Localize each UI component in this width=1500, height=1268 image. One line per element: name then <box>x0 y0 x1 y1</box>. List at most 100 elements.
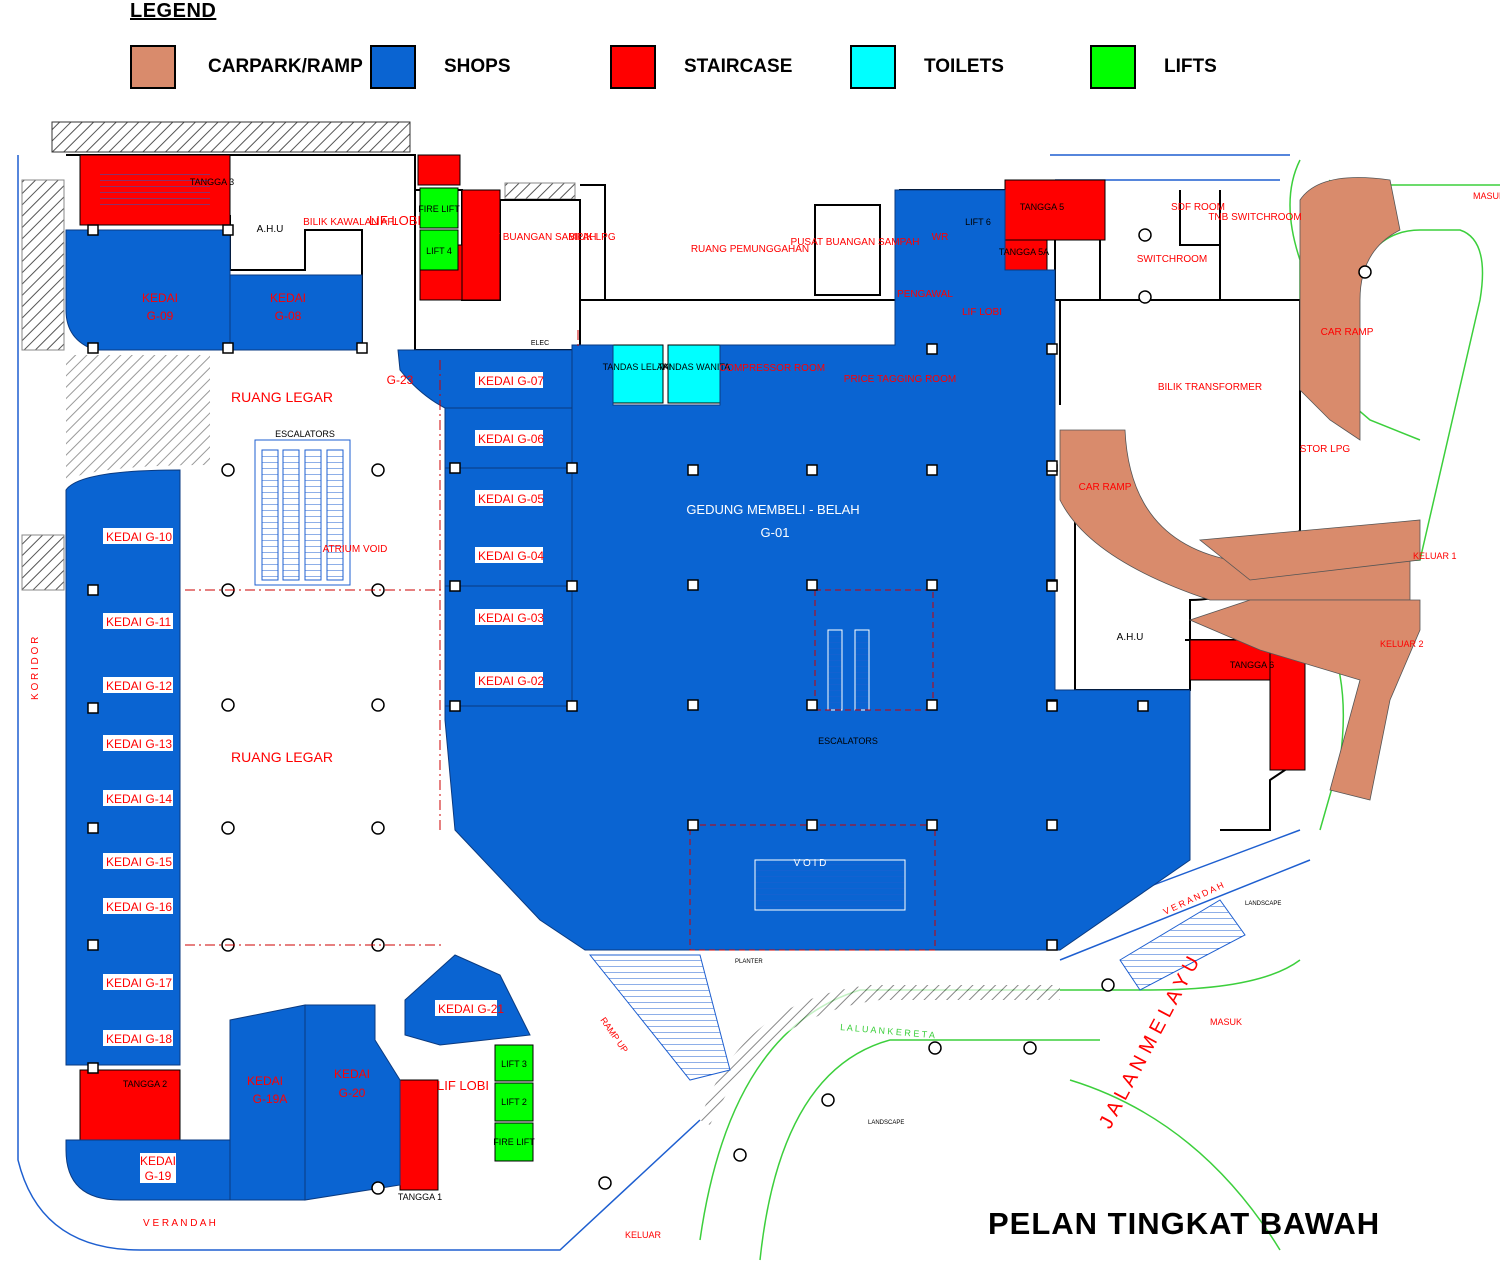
column-square <box>1046 580 1058 592</box>
toilet-women <box>667 344 721 404</box>
column-square <box>87 584 99 596</box>
shop-labels: KEDAI G-09 KEDAI G-08 <box>142 291 306 323</box>
shop-label-g-07: KEDAI G-07 <box>478 374 544 388</box>
staircase-tangga-1 <box>399 1079 439 1191</box>
legend-item-carpark: CARPARK/RAMP <box>130 44 363 90</box>
fire-separation-lines <box>185 330 579 946</box>
shop-label-g-20-number: G-20 <box>339 1086 366 1100</box>
label-g-23: G-23 <box>387 373 414 387</box>
label-lift-2: LIFT 2 <box>501 1097 527 1107</box>
label-tangga-3: TANGGA 3 <box>190 177 234 187</box>
structural-columns <box>87 224 1372 1195</box>
escalator-void-outline <box>814 589 934 711</box>
legend-label-shops: SHOPS <box>444 56 511 77</box>
legend-swatch-toilets <box>850 45 896 89</box>
label-wr: WR <box>932 232 949 243</box>
label-pusat-sampah-2: PUSAT BUANGAN SAMPAH <box>791 237 920 248</box>
column-square <box>687 464 699 476</box>
label-fire-lift-top: FIRE LIFT <box>418 204 460 214</box>
shop-label-g-09-name: KEDAI <box>142 291 178 305</box>
label-elec: ELEC <box>531 340 549 347</box>
label-fire-lift-bottom: FIRE LIFT <box>493 1137 535 1147</box>
label-ruang-pemunggahan: RUANG PEMUNGGAHAN <box>691 244 809 255</box>
column-square <box>1046 343 1058 355</box>
hatched-entrance-left <box>66 355 210 480</box>
lift-3 <box>494 1044 534 1082</box>
column-round <box>1023 1041 1037 1055</box>
label-stor-lpg: STOR LPG <box>1300 444 1351 455</box>
column-square <box>449 580 461 592</box>
label-masuk-top: MASUK <box>1473 191 1500 201</box>
column-square <box>449 700 461 712</box>
label-koridor: K O R I D O R <box>30 637 41 700</box>
legend-swatch-shops <box>370 45 416 89</box>
shop-g-05-04-area <box>444 467 573 587</box>
column-square <box>1137 700 1149 712</box>
label-lift-4: LIFT 4 <box>426 246 452 256</box>
lift-fire-bottom <box>494 1122 534 1162</box>
staircase-tangga-2 <box>79 1069 181 1141</box>
room-labels: BILIK KAWALAN API LIF LOBI PUSAT BUANGAN… <box>231 188 1374 1093</box>
column-round <box>1138 228 1152 242</box>
column-round <box>371 821 385 835</box>
shop-label-g-19a-name: KEDAI <box>247 1074 283 1088</box>
label-tangga-1: TANGGA 1 <box>398 1192 442 1202</box>
label-keluar-2: KELUAR 2 <box>1380 639 1424 649</box>
shop-label-g-14: KEDAI G-14 <box>106 792 172 806</box>
label-lpg: LPG <box>1065 188 1085 199</box>
label-lif-lobi-right: LIF LOBI <box>962 307 1002 318</box>
column-square <box>222 342 234 354</box>
label-ruang-legar-1: RUANG LEGAR <box>231 389 333 405</box>
column-square <box>926 579 938 591</box>
shop-g-01-area <box>444 189 1191 951</box>
shop-label-g-12: KEDAI G-12 <box>106 679 172 693</box>
column-square <box>222 224 234 236</box>
shop-label-g-10: KEDAI G-10 <box>106 530 172 544</box>
shop-label-g-13: KEDAI G-13 <box>106 737 172 751</box>
label-landscape-1: LANDSCAPE <box>1245 901 1281 907</box>
hatched-laluan-kereta <box>700 985 1060 1125</box>
label-pusat-sampah-1: PUSAT BUANGAN SAMPAH <box>468 232 597 243</box>
legend-label-toilets: TOILETS <box>924 56 1004 77</box>
shop-label-g-18: KEDAI G-18 <box>106 1032 172 1046</box>
column-square <box>1046 819 1058 831</box>
label-escalators-center: ESCALATORS <box>818 736 878 746</box>
entrance-stairs <box>588 899 1246 1081</box>
column-round <box>1101 978 1115 992</box>
column-square <box>1046 700 1058 712</box>
shop-g-20-area <box>304 1004 401 1201</box>
column-round <box>1358 265 1372 279</box>
shop-label-g-19-number: G-19 <box>145 1169 172 1183</box>
escalators-center <box>827 629 870 711</box>
label-lif-lobi-top: LIF LOBI <box>369 213 421 228</box>
label-escalators-atrium: ESCALATORS <box>275 429 335 439</box>
hatched-boundary-left-1 <box>21 179 65 351</box>
column-square <box>87 224 99 236</box>
label-masuk-bottom: MASUK <box>1210 1017 1242 1027</box>
lift-fire-top <box>419 187 459 229</box>
column-square <box>687 819 699 831</box>
dept-store-number: G-01 <box>761 525 790 540</box>
column-square <box>566 462 578 474</box>
column-round <box>371 698 385 712</box>
column-square <box>806 579 818 591</box>
column-square <box>687 699 699 711</box>
shop-label-g-19a-number: G-19A <box>253 1092 288 1106</box>
car-ramp-exit-2 <box>1188 599 1421 801</box>
shop-label-g-04: KEDAI G-04 <box>478 549 544 563</box>
legend-label-lifts: LIFTS <box>1164 56 1217 77</box>
column-square <box>1046 460 1058 472</box>
label-price-tagging-room: PRICE TAGGING ROOM <box>844 374 956 385</box>
label-ramp-up: RAMP UP <box>598 1015 630 1054</box>
column-square <box>566 700 578 712</box>
column-round <box>221 821 235 835</box>
column-square <box>926 343 938 355</box>
label-pengawal: PENGAWAL <box>897 289 953 300</box>
label-bilik-kawalan: BILIK KAWALAN API <box>303 217 397 228</box>
column-square <box>87 1062 99 1074</box>
column-square <box>926 819 938 831</box>
legend-item-toilets: TOILETS <box>850 44 1004 90</box>
legend-item-lifts: LIFTS <box>1090 44 1217 90</box>
shop-label-g-19-name: KEDAI <box>140 1154 176 1168</box>
